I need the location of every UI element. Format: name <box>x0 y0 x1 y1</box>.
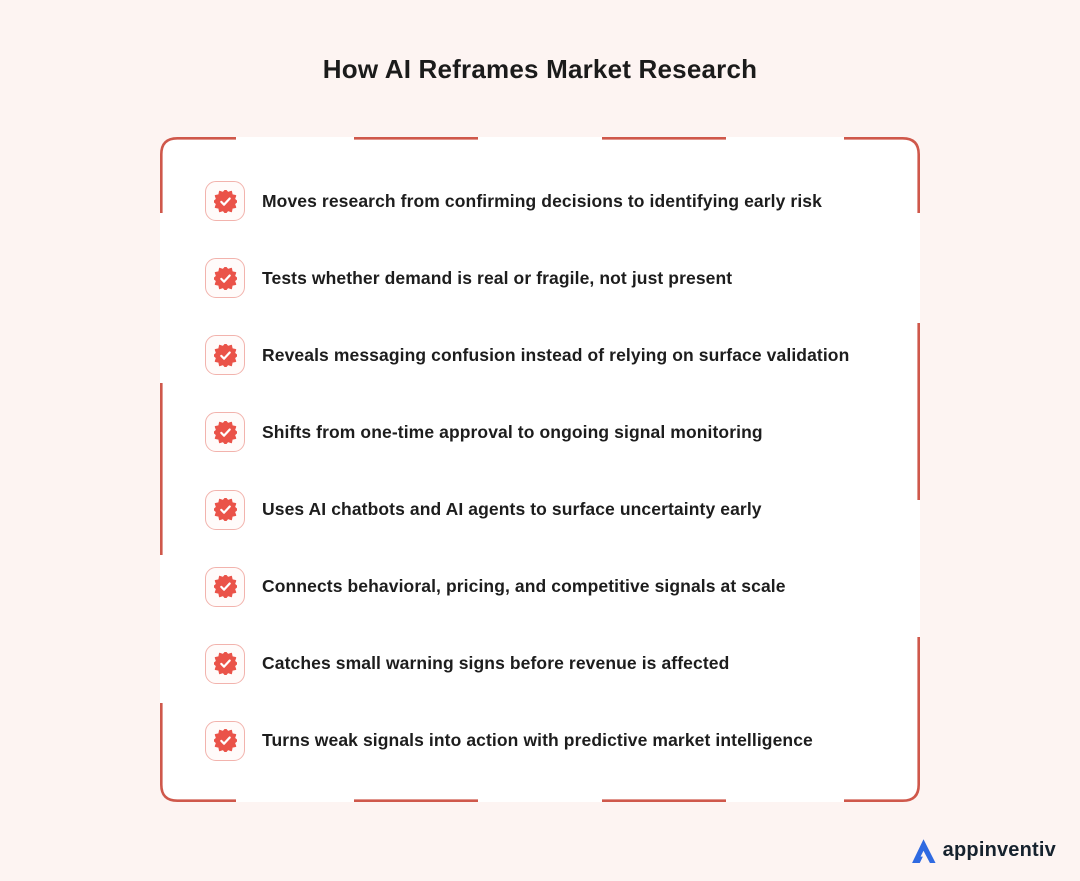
list-item: Shifts from one-time approval to ongoing… <box>205 412 884 453</box>
appinventiv-triangle-icon <box>911 839 936 863</box>
list-item: Turns weak signals into action with pred… <box>205 720 884 761</box>
list-item: Reveals messaging confusion instead of r… <box>205 335 884 376</box>
verified-seal-check-icon <box>205 720 245 761</box>
list-item-text: Connects behavioral, pricing, and compet… <box>262 576 786 597</box>
page-title: How AI Reframes Market Research <box>322 54 758 84</box>
verified-seal-check-icon <box>205 335 245 376</box>
verified-seal-check-icon <box>205 412 245 453</box>
list-item-text: Shifts from one-time approval to ongoing… <box>262 421 763 442</box>
list-item-text: Reveals messaging confusion instead of r… <box>262 344 850 365</box>
list-item-text: Moves research from confirming decisions… <box>262 190 822 211</box>
list-item-text: Uses AI chatbots and AI agents to surfac… <box>262 499 762 520</box>
verified-seal-check-icon <box>205 489 245 530</box>
list-item: Catches small warning signs before reven… <box>205 643 884 684</box>
checklist-rows: Moves research from confirming decisions… <box>205 181 884 761</box>
list-item: Tests whether demand is real or fragile,… <box>205 258 884 299</box>
appinventiv-logo: appinventiv <box>910 837 1056 864</box>
list-item-text: Turns weak signals into action with pred… <box>262 730 813 751</box>
list-item: Connects behavioral, pricing, and compet… <box>205 566 884 607</box>
verified-seal-check-icon <box>205 566 245 607</box>
verified-seal-check-icon <box>205 258 245 299</box>
list-item-text: Catches small warning signs before reven… <box>262 653 730 674</box>
checklist-card: Moves research from confirming decisions… <box>160 137 920 802</box>
list-item: Uses AI chatbots and AI agents to surfac… <box>205 489 884 530</box>
brand-wordmark: appinventiv <box>942 839 1056 861</box>
list-item-text: Tests whether demand is real or fragile,… <box>262 267 733 288</box>
verified-seal-check-icon <box>205 181 245 221</box>
verified-seal-check-icon <box>205 643 245 684</box>
list-item: Moves research from confirming decisions… <box>205 181 884 221</box>
